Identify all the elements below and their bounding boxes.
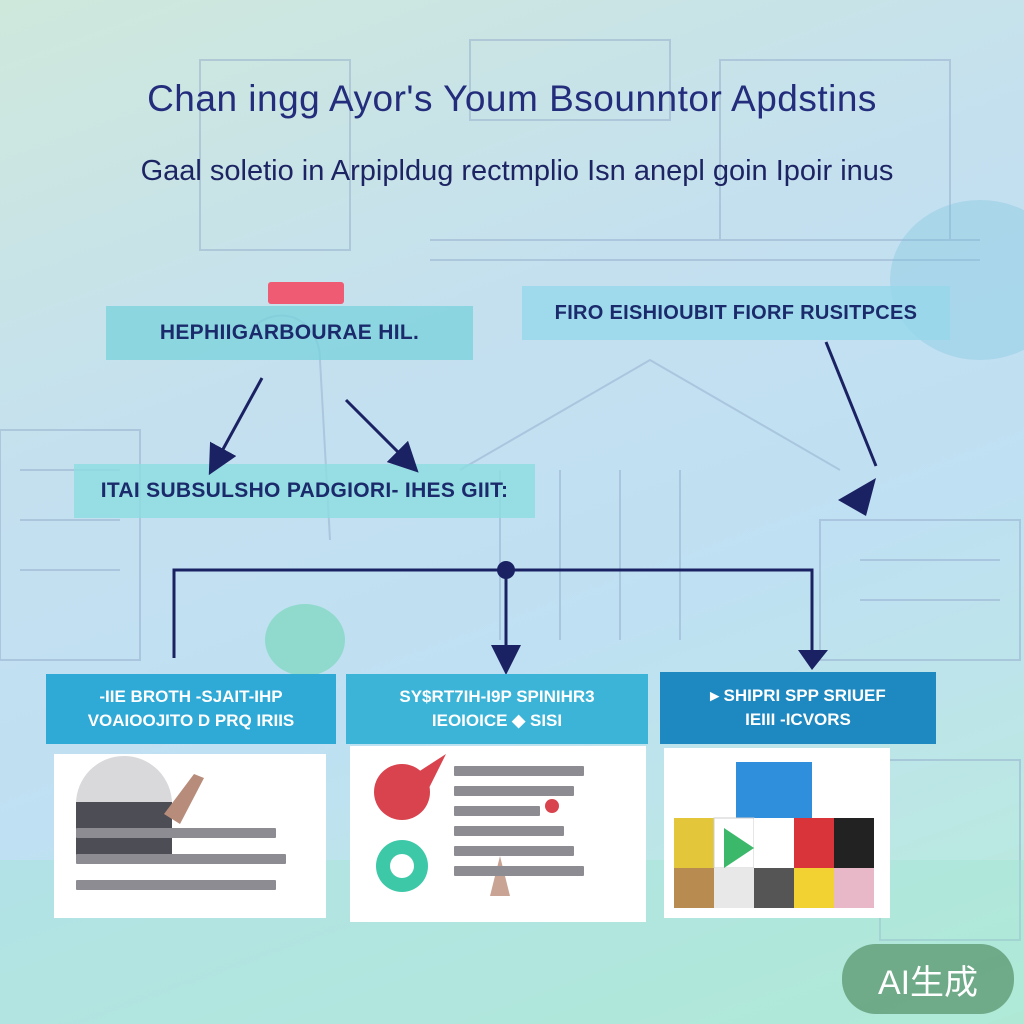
- card-1-header: -IIE BROTH -SJAIT-IHP VOAIOOJITO D PRQ I…: [46, 674, 336, 744]
- card-3-line2: IEIII -ICVORS: [745, 710, 851, 729]
- label-box-middle: ITAI SUBSULSHO PADGIORI- IHES GIIT:: [74, 464, 535, 518]
- card-1-line2: VOAIOOJITO D PRQ IRIIS: [87, 711, 295, 730]
- card-3-body: [664, 748, 890, 918]
- card-2-line2: IEOIOICE ◆ SISI: [431, 711, 563, 730]
- red-flag-marker: [268, 282, 344, 304]
- card-3: ▸ SHIPRI SPP SRIUEF IEIII -ICVORS: [660, 672, 936, 920]
- label-box-right: FIRO EISHIOUBIT FIORF RUSITPCES: [522, 286, 950, 340]
- card-1-text-line: [76, 828, 276, 838]
- card-2-line1: SY$RT7IH-I9P SPINIHR3: [399, 687, 595, 706]
- card-2-illustration: [374, 754, 559, 896]
- page-title: Chan ingg Ayor's Youm Bsounntor Apdstins: [147, 78, 877, 119]
- page-subtitle: Gaal soletio in Arpipldug rectmplio Isn …: [140, 155, 894, 187]
- card-2-text-line: [454, 806, 540, 816]
- card-1: -IIE BROTH -SJAIT-IHP VOAIOOJITO D PRQ I…: [46, 674, 336, 918]
- card-2-text-line: [454, 826, 564, 836]
- card-1-body: [54, 754, 326, 918]
- card-2: SY$RT7IH-I9P SPINIHR3 IEOIOICE ◆ SISI: [346, 674, 648, 922]
- card-1-text-line: [76, 880, 276, 890]
- card-2-text-line: [454, 846, 574, 856]
- card-1-line1: -IIE BROTH -SJAIT-IHP: [99, 687, 283, 706]
- card-3-header: ▸ SHIPRI SPP SRIUEF IEIII -ICVORS: [660, 672, 936, 744]
- card-2-text-line: [454, 866, 584, 876]
- label-box-left: HEPHIIGARBOURAE HIL.: [106, 306, 473, 360]
- card-3-line1: ▸ SHIPRI SPP SRIUEF: [710, 686, 886, 705]
- card-2-header: SY$RT7IH-I9P SPINIHR3 IEOIOICE ◆ SISI: [346, 674, 648, 744]
- card-3-collage: [674, 762, 874, 908]
- card-2-text-line: [454, 766, 584, 776]
- card-2-text-line: [454, 786, 574, 796]
- card-1-text-line: [76, 854, 286, 864]
- ai-generated-badge: AI生成: [842, 944, 1014, 1014]
- card-2-body: [350, 746, 646, 922]
